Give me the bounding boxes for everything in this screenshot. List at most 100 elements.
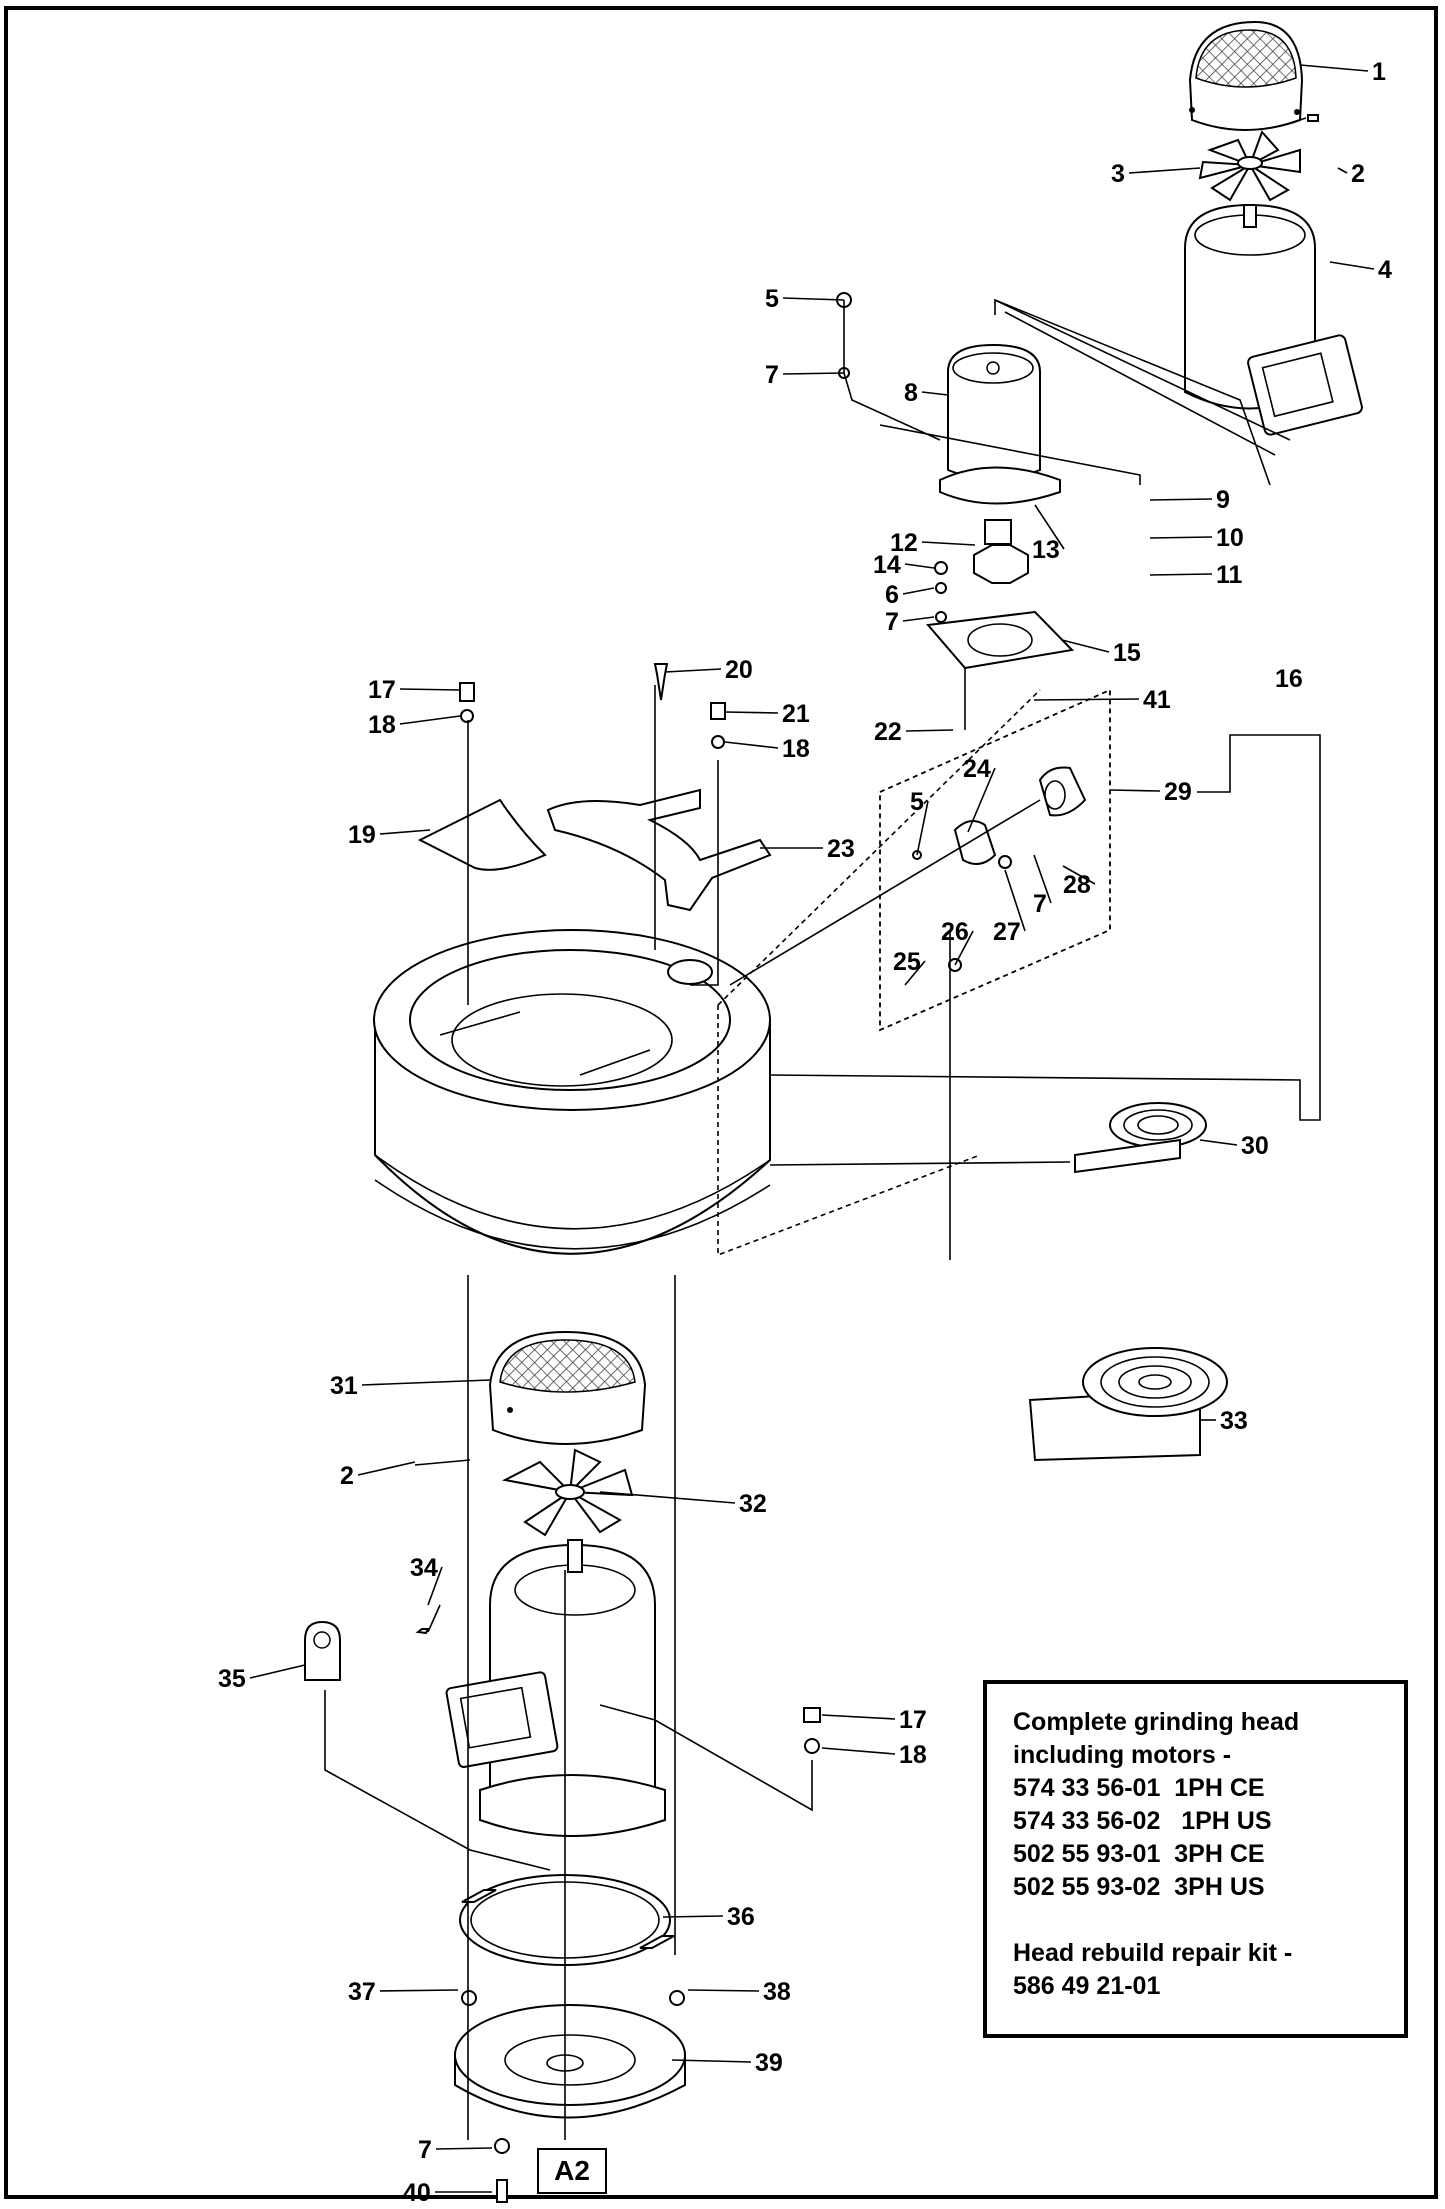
leader-c26 <box>954 930 974 966</box>
leader-c27 <box>1004 869 1026 932</box>
callout-c2b: 2 <box>340 1462 354 1490</box>
connection-lines <box>467 668 1321 1260</box>
leader-c4 <box>1329 261 1375 270</box>
leader-c6 <box>902 587 935 595</box>
leader-c3 <box>1128 167 1201 174</box>
grinding-head-housing <box>373 929 771 1255</box>
leader-c7a <box>782 372 845 375</box>
leader-c35 <box>249 1664 306 1679</box>
info-line-subtitle: including motors - <box>1013 1741 1232 1769</box>
callout-c20: 20 <box>725 656 753 684</box>
leader-c17a <box>399 688 461 691</box>
leader-c28 <box>1062 865 1096 885</box>
leader-c7b <box>902 616 935 622</box>
callout-c31: 31 <box>330 1372 358 1400</box>
callout-c23: 23 <box>827 835 855 863</box>
leader-c39 <box>671 2059 752 2063</box>
callout-c7c: 7 <box>1033 890 1047 918</box>
leader-c36 <box>662 1915 724 1918</box>
leader-lines <box>249 64 1375 2193</box>
callout-c41: 41 <box>1143 686 1171 714</box>
callout-c25: 25 <box>893 948 921 976</box>
callout-c1: 1 <box>1372 58 1386 86</box>
callout-c27: 27 <box>993 918 1021 946</box>
leader-c31 <box>361 1379 491 1386</box>
top-motor-assembly <box>1184 20 1363 436</box>
info-line-part-3ph-ce: 502 55 93-01 3PH CE <box>1013 1840 1265 1868</box>
callout-c7b: 7 <box>885 608 899 636</box>
leader-c5a <box>782 297 845 301</box>
motor-body-top <box>1184 203 1363 436</box>
callout-c7a: 7 <box>765 361 779 389</box>
callout-c7d: 7 <box>418 2136 432 2164</box>
callout-c34: 34 <box>410 1554 438 1582</box>
callout-c14: 14 <box>873 551 901 579</box>
callout-c33: 33 <box>1220 1407 1248 1435</box>
leader-c1 <box>1299 64 1369 72</box>
callout-c22: 22 <box>874 718 902 746</box>
leader-c17b <box>821 1714 896 1720</box>
callout-c29: 29 <box>1164 778 1192 806</box>
lower-motor-assembly <box>304 1275 821 2203</box>
leader-c5b <box>916 800 929 856</box>
leader-c30 <box>1199 1139 1238 1146</box>
leader-c24 <box>967 767 996 833</box>
leader-c34 <box>427 1566 443 1606</box>
callout-c36: 36 <box>727 1903 755 1931</box>
leader-c14 <box>904 563 935 569</box>
callout-c10: 10 <box>1216 524 1244 552</box>
leader-c8 <box>921 391 949 396</box>
info-spacer <box>1013 1904 1404 1937</box>
leader-c7d <box>435 2147 493 2150</box>
leader-c12 <box>921 541 976 546</box>
callout-c35: 35 <box>218 1665 246 1693</box>
info-line-part-1ph-us: 574 33 56-02 1PH US <box>1013 1807 1272 1835</box>
callout-c38: 38 <box>763 1978 791 2006</box>
callout-c39: 39 <box>755 2049 783 2077</box>
callout-c32: 32 <box>739 1490 767 1518</box>
motor-cover-1 <box>1188 20 1304 131</box>
callout-c9: 9 <box>1216 486 1230 514</box>
leader-c15 <box>1061 639 1110 653</box>
leader-c25 <box>904 960 926 986</box>
callout-c37: 37 <box>348 1978 376 2006</box>
brackets <box>417 663 772 912</box>
leader-c2a <box>1337 167 1348 174</box>
callout-c16: 16 <box>1275 665 1303 693</box>
reference-tag: A2 <box>537 2148 607 2194</box>
callout-c11: 11 <box>1216 561 1243 589</box>
drawing-frame <box>4 6 1438 2199</box>
leader-c22 <box>905 729 954 732</box>
leader-c13 <box>1034 504 1065 550</box>
leader-c37 <box>379 1989 459 1992</box>
leader-c2b <box>357 1461 416 1476</box>
leader-c32 <box>599 1491 736 1504</box>
callout-c18a: 18 <box>368 711 396 739</box>
leader-c18b <box>724 741 779 749</box>
callout-c8: 8 <box>904 379 918 407</box>
gearbox-assembly <box>836 292 1291 670</box>
seal-strip-33 <box>1028 1347 1228 1462</box>
info-line-part-3ph-us: 502 55 93-02 3PH US <box>1013 1873 1265 1901</box>
leader-c29 <box>1109 789 1161 792</box>
callout-c12: 12 <box>890 529 918 557</box>
fan-32 <box>501 1448 634 1537</box>
callout-c5b: 5 <box>910 788 924 816</box>
leader-c11 <box>1149 573 1213 576</box>
leader-c21 <box>724 711 779 714</box>
callout-c3: 3 <box>1111 160 1125 188</box>
callout-c15: 15 <box>1113 639 1141 667</box>
leader-c7c <box>1033 854 1052 904</box>
leader-c19 <box>379 829 431 835</box>
kit-info-box: Complete grinding head including motors … <box>983 1680 1408 2038</box>
callout-c13: 13 <box>1032 536 1060 564</box>
callout-c6: 6 <box>885 581 899 609</box>
callout-c5a: 5 <box>765 285 779 313</box>
callout-c28: 28 <box>1063 871 1091 899</box>
callout-c17a: 17 <box>368 676 396 704</box>
cable-gland-kit <box>717 688 1111 1257</box>
fan-3 <box>1198 130 1301 202</box>
callout-c18c: 18 <box>899 1741 927 1769</box>
